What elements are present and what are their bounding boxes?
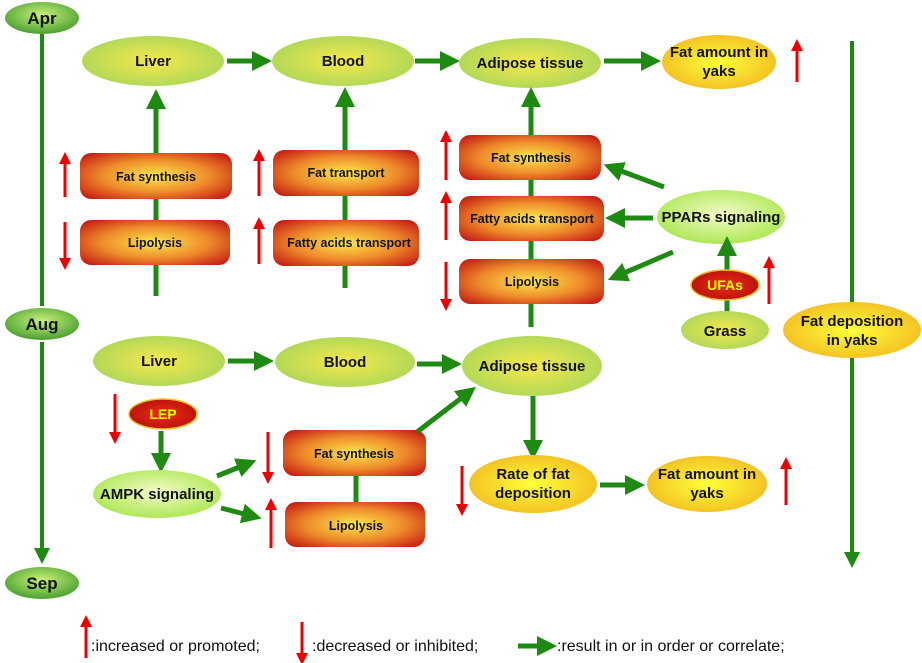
lower-liver-label: Liver (141, 353, 177, 370)
arrow-ppars-to-fat-synthesis (603, 162, 665, 190)
month-sep: Sep (5, 567, 79, 599)
month-sep-label: Sep (26, 574, 57, 593)
grass-label: Grass (704, 323, 747, 340)
lower-fat-synthesis-label: Fat synthesis (314, 447, 394, 461)
arrow-ampk-to-lipolysis (220, 503, 262, 524)
legend-increased-label: :increased or promoted; (91, 638, 260, 655)
timeline: Apr Aug Sep (5, 2, 79, 599)
upper-fat-amount-label-1: Fat amount in (670, 44, 768, 61)
upper-adipose-node: Adipose tissue (459, 38, 601, 88)
upper-liver-label: Liver (135, 53, 171, 70)
arrow-ampk-to-fat-synthesis (216, 458, 257, 479)
fat-deposition-node: Fat deposition in yaks (783, 302, 921, 358)
upper-adipose-fatty-acids-transport-box: Fatty acids transport (459, 196, 604, 241)
upper-fat-amount-node: Fat amount in yaks (662, 35, 776, 89)
lep-label: LEP (149, 406, 176, 422)
ufas-badge: UFAs (690, 269, 760, 301)
fat-deposition-label-2: in yaks (827, 332, 878, 349)
upper-adipose-lipolysis-label: Lipolysis (505, 275, 559, 289)
lower-blood-node: Blood (275, 337, 415, 387)
upper-fat-amount-label-2: yaks (702, 63, 735, 80)
lower-adipose-node: Adipose tissue (462, 336, 602, 396)
lower-fat-amount-label-2: yaks (690, 485, 723, 502)
upper-adipose-fat-synthesis-label: Fat synthesis (491, 151, 571, 165)
upper-liver-lipolysis-label: Lipolysis (128, 236, 182, 250)
fat-deposition-label-1: Fat deposition (801, 313, 904, 330)
fat-deposition-side: Fat deposition in yaks (783, 41, 921, 568)
upper-adipose-label: Adipose tissue (477, 55, 584, 72)
lower-adipose-label: Adipose tissue (479, 358, 586, 375)
ppars-signaling-node: PPARs signaling (657, 190, 785, 244)
lower-fat-amount-node: Fat amount in yaks (647, 456, 767, 512)
upper-blood-fat-transport-box: Fat transport (273, 150, 419, 196)
arrow-ppars-to-lipolysis (607, 249, 674, 282)
upper-liver-node: Liver (82, 36, 224, 86)
lower-lipolysis-label: Lipolysis (329, 519, 383, 533)
ufas-label: UFAs (707, 277, 743, 293)
arrow-fat-synthesis-to-adipose (415, 386, 476, 434)
month-aug: Aug (5, 308, 79, 340)
upper-blood-label: Blood (322, 53, 365, 70)
upper-section: Liver Blood Adipose tissue Fat amount in… (59, 35, 803, 349)
rate-of-fat-deposition-node: Rate of fat deposition (469, 455, 597, 513)
lower-fat-amount-label-1: Fat amount in (658, 466, 756, 483)
month-apr: Apr (5, 2, 79, 34)
grass-node: Grass (681, 311, 769, 349)
upper-blood-fatty-acids-transport-label: Fatty acids transport (287, 236, 411, 250)
rate-of-fat-deposition-label-2: deposition (495, 485, 571, 502)
ampk-signaling-label: AMPK signaling (100, 486, 214, 503)
upper-liver-fat-synthesis-box: Fat synthesis (80, 153, 232, 199)
rate-of-fat-deposition-label-1: Rate of fat (496, 466, 569, 483)
upper-blood-fatty-acids-transport-box: Fatty acids transport (273, 220, 419, 266)
lower-blood-label: Blood (324, 354, 367, 371)
upper-adipose-fat-synthesis-box: Fat synthesis (459, 135, 601, 180)
legend: :increased or promoted; :decreased or in… (80, 615, 785, 663)
upper-adipose-fatty-acids-transport-label: Fatty acids transport (470, 212, 594, 226)
upper-blood-node: Blood (272, 36, 414, 86)
lep-badge: LEP (128, 398, 198, 430)
lower-fat-synthesis-box: Fat synthesis (283, 430, 426, 476)
lower-section: Liver Blood Adipose tissue LEP AMPK sign… (93, 336, 792, 548)
lower-liver-node: Liver (93, 336, 225, 386)
legend-decreased-label: :decreased or inhibited; (312, 638, 478, 655)
lower-lipolysis-box: Lipolysis (285, 502, 425, 547)
upper-liver-fat-synthesis-label: Fat synthesis (116, 170, 196, 184)
ampk-signaling-node: AMPK signaling (93, 470, 221, 518)
upper-blood-fat-transport-label: Fat transport (307, 166, 385, 180)
legend-result-label: :result in or in order or correlate; (557, 638, 785, 655)
month-aug-label: Aug (25, 315, 58, 334)
ppars-signaling-label: PPARs signaling (662, 209, 781, 226)
upper-liver-lipolysis-box: Lipolysis (80, 220, 230, 265)
month-apr-label: Apr (27, 9, 57, 28)
upper-adipose-lipolysis-box: Lipolysis (459, 259, 604, 304)
